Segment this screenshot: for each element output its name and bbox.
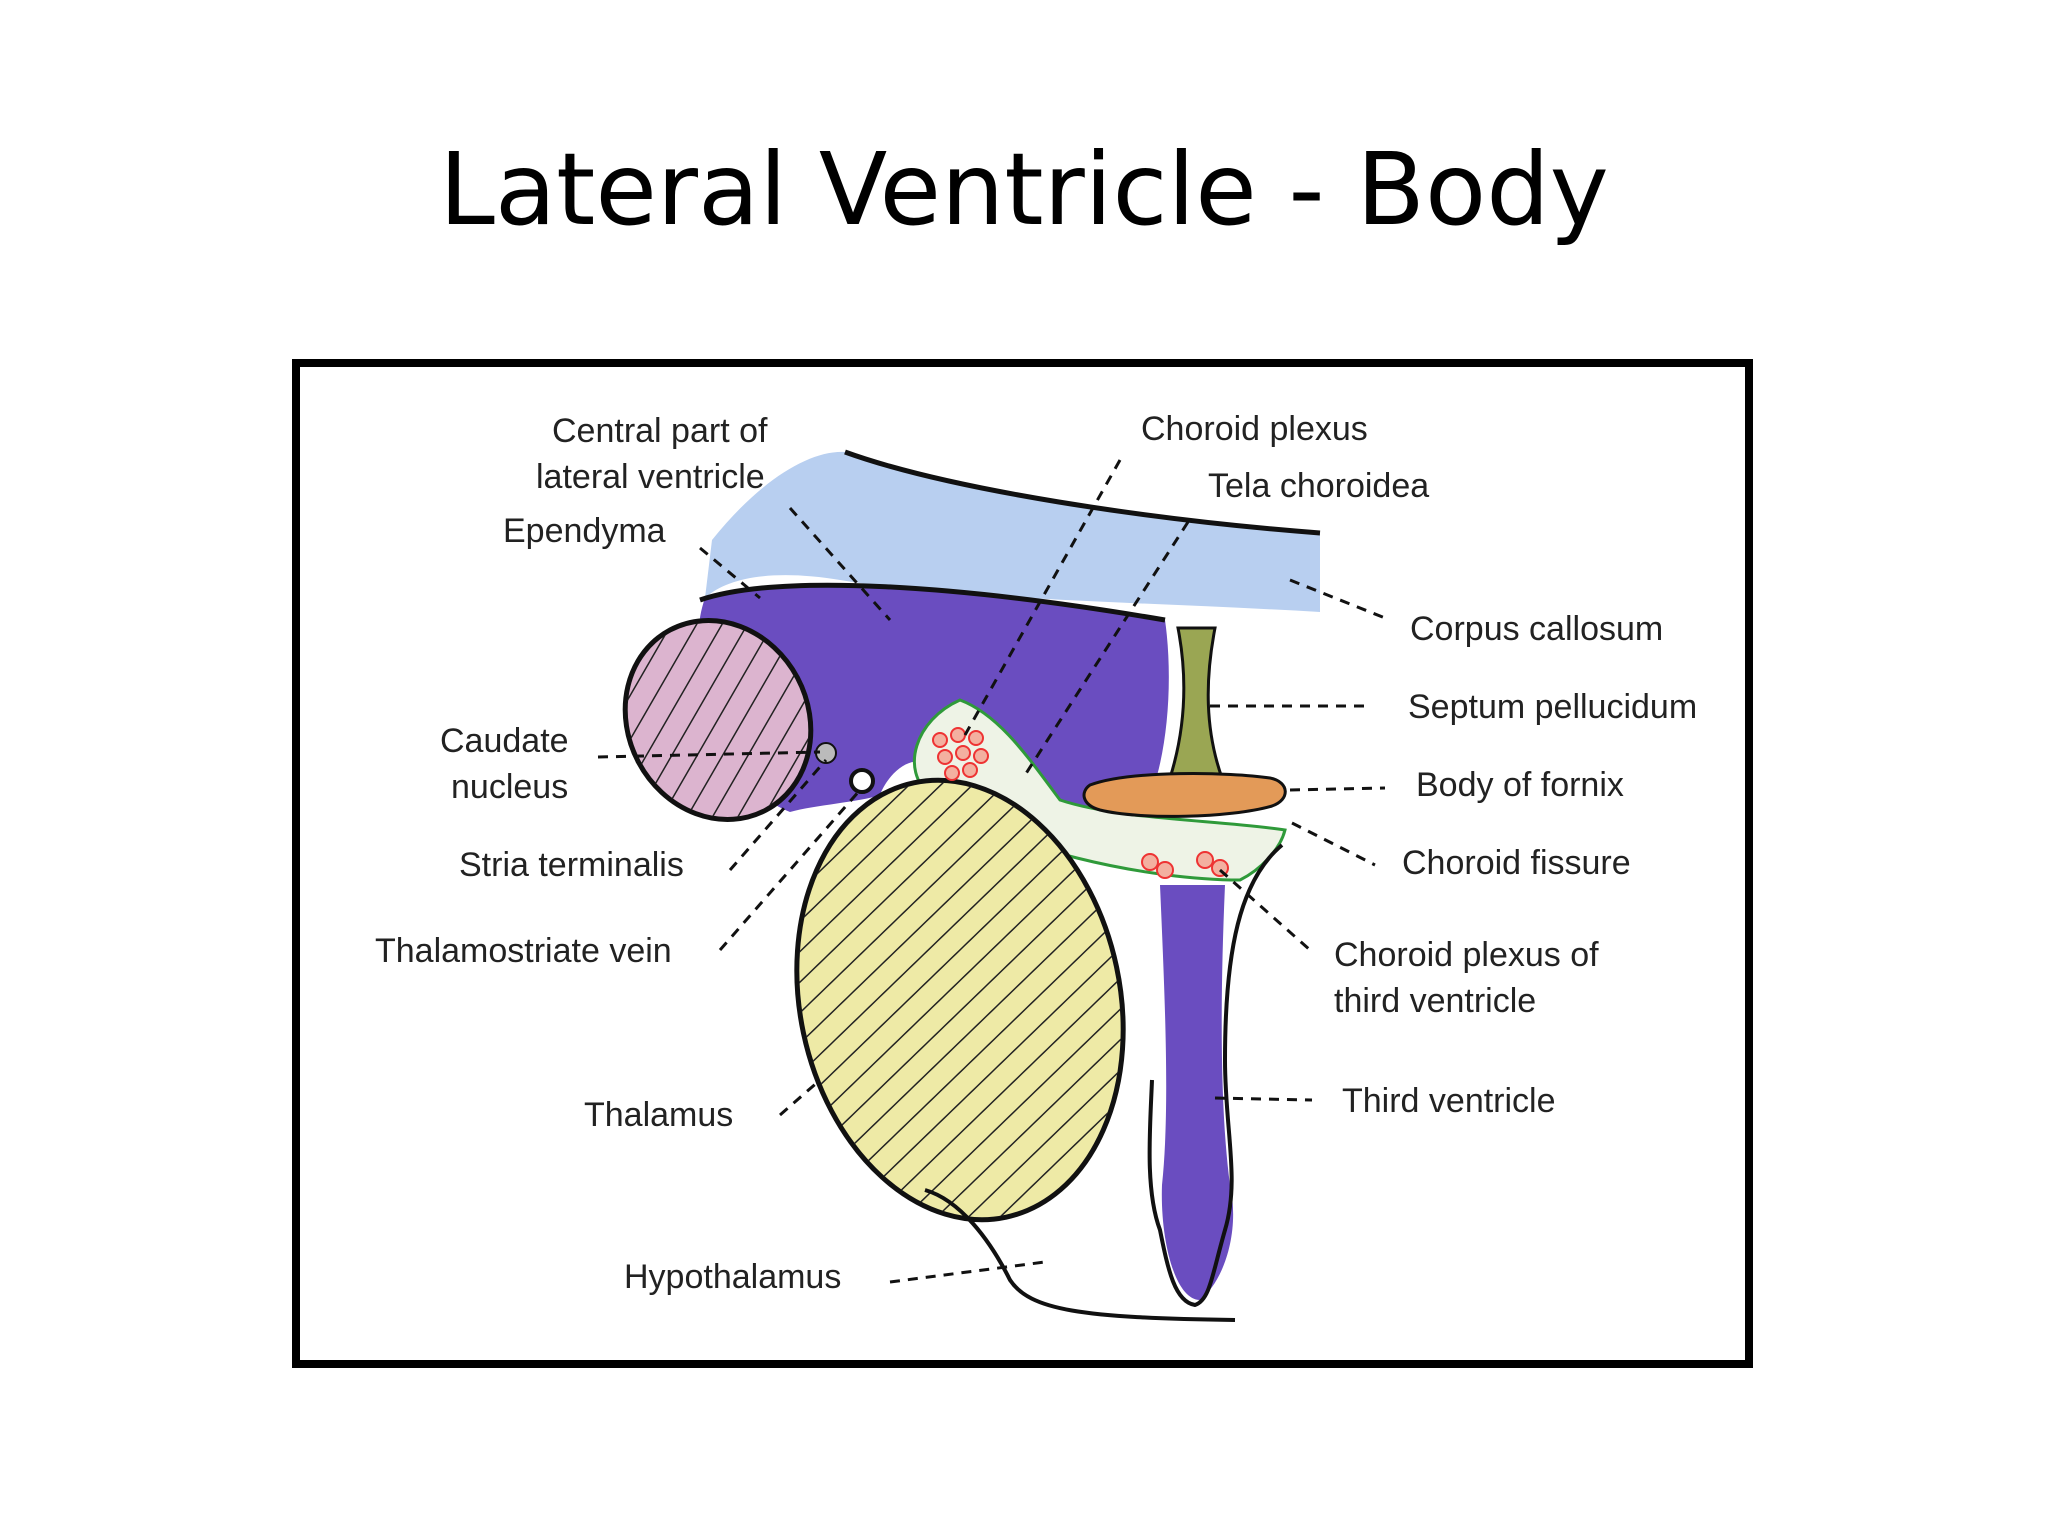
label-thalamus: Thalamus	[584, 1096, 733, 1134]
label-thalamostriate-vein: Thalamostriate vein	[375, 932, 672, 970]
label-caudate: Caudate	[440, 722, 569, 760]
third-ventricle-shape	[1160, 885, 1234, 1300]
label-tela-choroidea: Tela choroidea	[1208, 467, 1429, 505]
leader-lines	[597, 459, 1391, 1284]
label-septum-pellucidum: Septum pellucidum	[1408, 688, 1697, 726]
label-choroid-plexus: Choroid plexus	[1141, 410, 1368, 448]
thalamostriate-vein-mark	[849, 768, 875, 794]
corpus-callosum-outline	[844, 449, 1321, 536]
body-of-fornix-shape	[1082, 772, 1287, 818]
caudate-nucleus-hatch	[627, 622, 809, 818]
corpus-callosum-shape	[705, 451, 1320, 612]
third-ventricle-outline	[1147, 843, 1284, 1308]
label-corpus-callosum: Corpus callosum	[1410, 610, 1663, 648]
label-third-ventricle: Third ventricle	[1342, 1082, 1556, 1120]
ependyma-line	[699, 582, 1166, 623]
label-hypothalamus: Hypothalamus	[624, 1258, 841, 1296]
hypothalamus-outline	[924, 1188, 1236, 1322]
thalamus-hatch	[798, 782, 1122, 1218]
septum-pellucidum-shape	[1167, 626, 1225, 780]
label-central-part-line2: lateral ventricle	[536, 458, 765, 496]
label-caudate-line2: nucleus	[451, 768, 568, 806]
label-choroid-plexus-third-line2: third ventricle	[1334, 982, 1536, 1020]
label-central-part: Central part of	[552, 412, 768, 450]
label-choroid-fissure: Choroid fissure	[1402, 844, 1631, 882]
label-body-of-fornix: Body of fornix	[1416, 766, 1624, 804]
label-ependyma: Ependyma	[503, 512, 666, 550]
label-stria-terminalis: Stria terminalis	[459, 846, 684, 884]
slide-title: Lateral Ventricle - Body	[439, 131, 1609, 248]
label-choroid-plexus-third: Choroid plexus of	[1334, 936, 1599, 974]
choroid-plexus-dots	[932, 727, 989, 781]
